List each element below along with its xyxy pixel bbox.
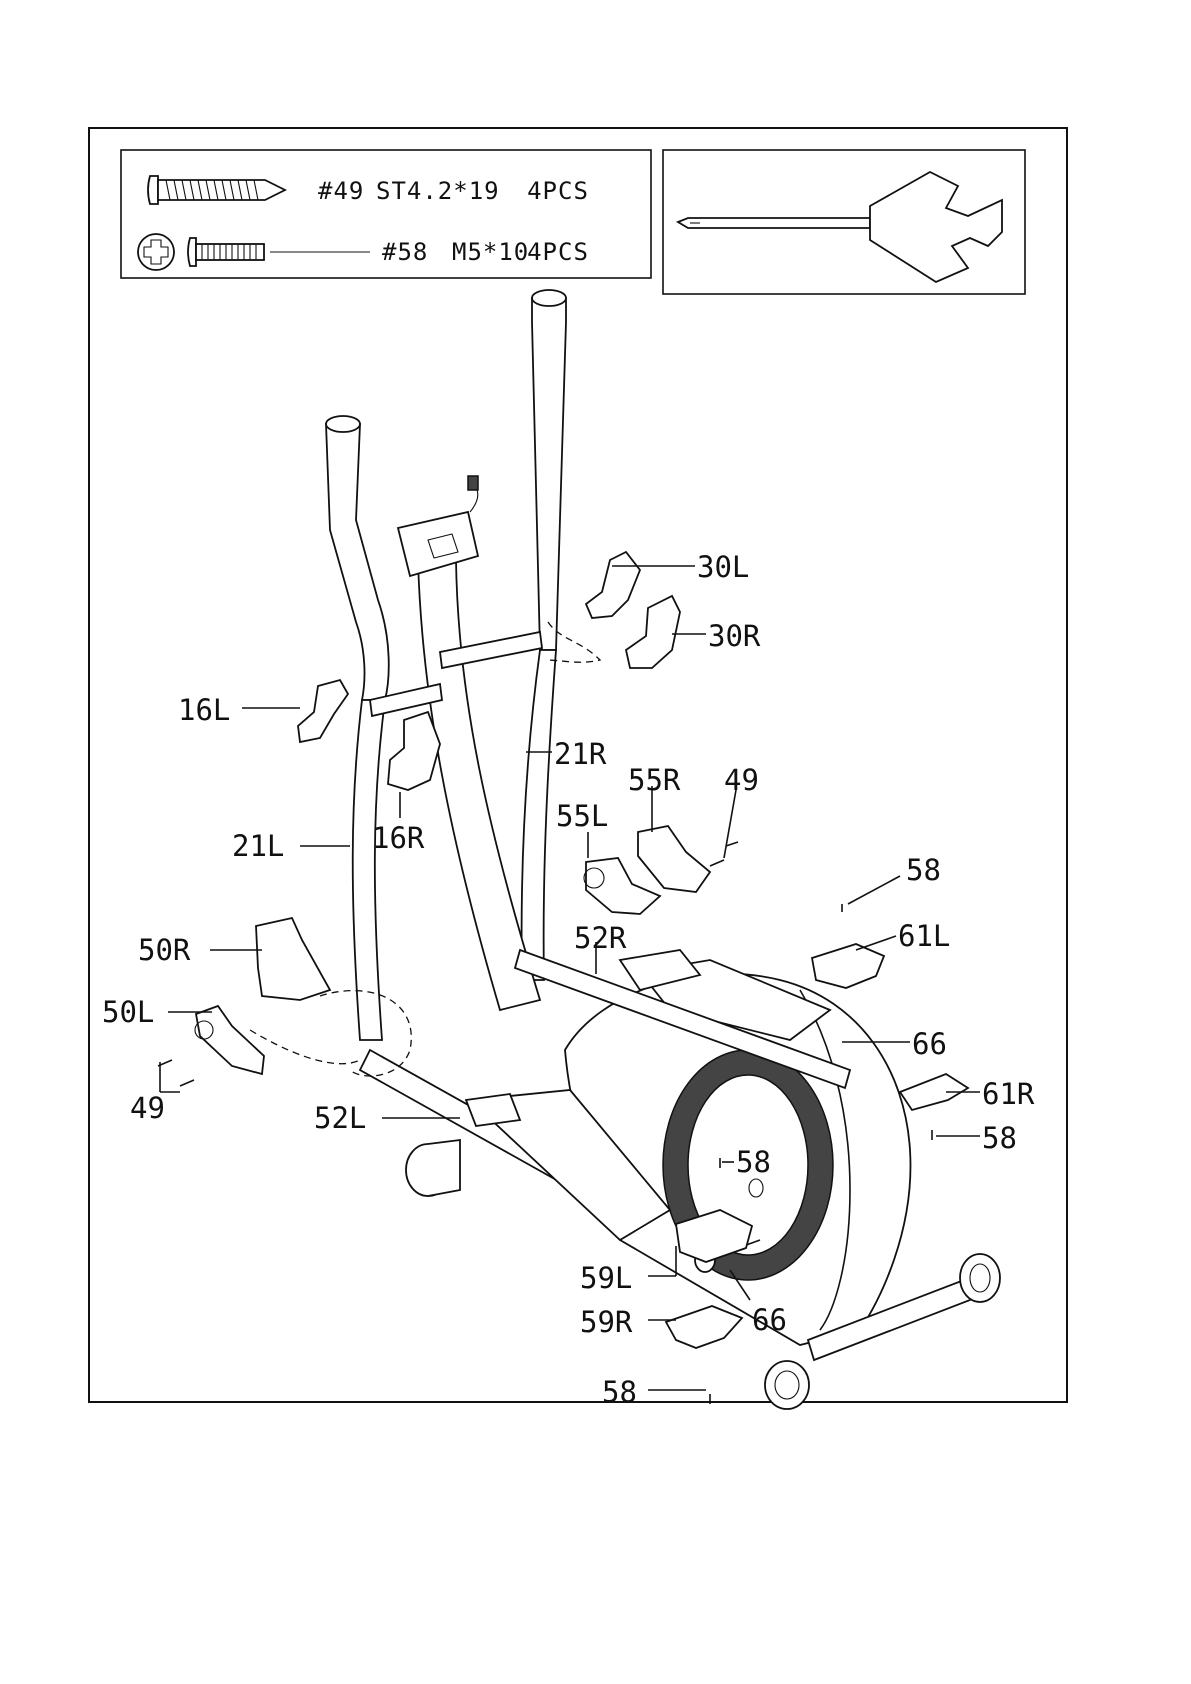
hardware-box: #49 ST4.2*19 4PCS #58 M5*10 4PCS <box>121 150 651 278</box>
bolt-icon <box>188 238 370 266</box>
label-16R: 16R <box>372 821 425 855</box>
label-30L: 30L <box>697 550 749 584</box>
label-50L: 50L <box>102 995 154 1029</box>
cover-30L <box>586 552 640 618</box>
label-50R: 50R <box>138 933 191 967</box>
cover-16R <box>388 712 440 790</box>
cover-50R <box>256 918 330 1000</box>
cover-30R <box>626 596 680 668</box>
tool-box <box>663 150 1025 294</box>
label-58-right: 58 <box>982 1121 1017 1155</box>
hw49-number: #49 <box>318 177 364 205</box>
hw58-qty: 4PCS <box>527 238 589 266</box>
label-21R: 21R <box>554 737 607 771</box>
label-61R: 61R <box>982 1077 1035 1111</box>
label-49-right: 49 <box>724 763 759 797</box>
cover-16L <box>298 680 348 742</box>
cover-59R <box>666 1306 742 1348</box>
label-49-left: 49 <box>130 1091 165 1125</box>
screwdriver-wrench-icon <box>678 172 1002 282</box>
label-55R: 55R <box>628 763 681 797</box>
label-59L: 59L <box>580 1261 632 1295</box>
label-21L: 21L <box>232 829 284 863</box>
label-30R: 30R <box>708 619 761 653</box>
label-58-upper: 58 <box>906 853 941 887</box>
label-66-bottom: 66 <box>752 1303 787 1337</box>
label-59R: 59R <box>580 1305 633 1339</box>
label-16L: 16L <box>178 693 230 727</box>
cover-50L <box>196 1006 264 1074</box>
hw58-number: #58 <box>382 238 428 266</box>
label-52L: 52L <box>314 1101 366 1135</box>
hw49-spec: ST4.2*19 <box>376 177 500 205</box>
label-55L: 55L <box>556 799 608 833</box>
phillips-head-icon <box>138 234 174 270</box>
screw-icon <box>148 176 285 204</box>
cover-61L <box>812 944 884 988</box>
label-61L: 61L <box>898 919 950 953</box>
label-58-bottom: 58 <box>602 1375 637 1409</box>
label-66-right: 66 <box>912 1027 947 1061</box>
label-52R: 52R <box>574 921 627 955</box>
label-58-center: 58 <box>736 1145 771 1179</box>
cover-55R <box>638 826 710 892</box>
hw49-qty: 4PCS <box>527 177 589 205</box>
hw58-spec: M5*10 <box>452 238 529 266</box>
